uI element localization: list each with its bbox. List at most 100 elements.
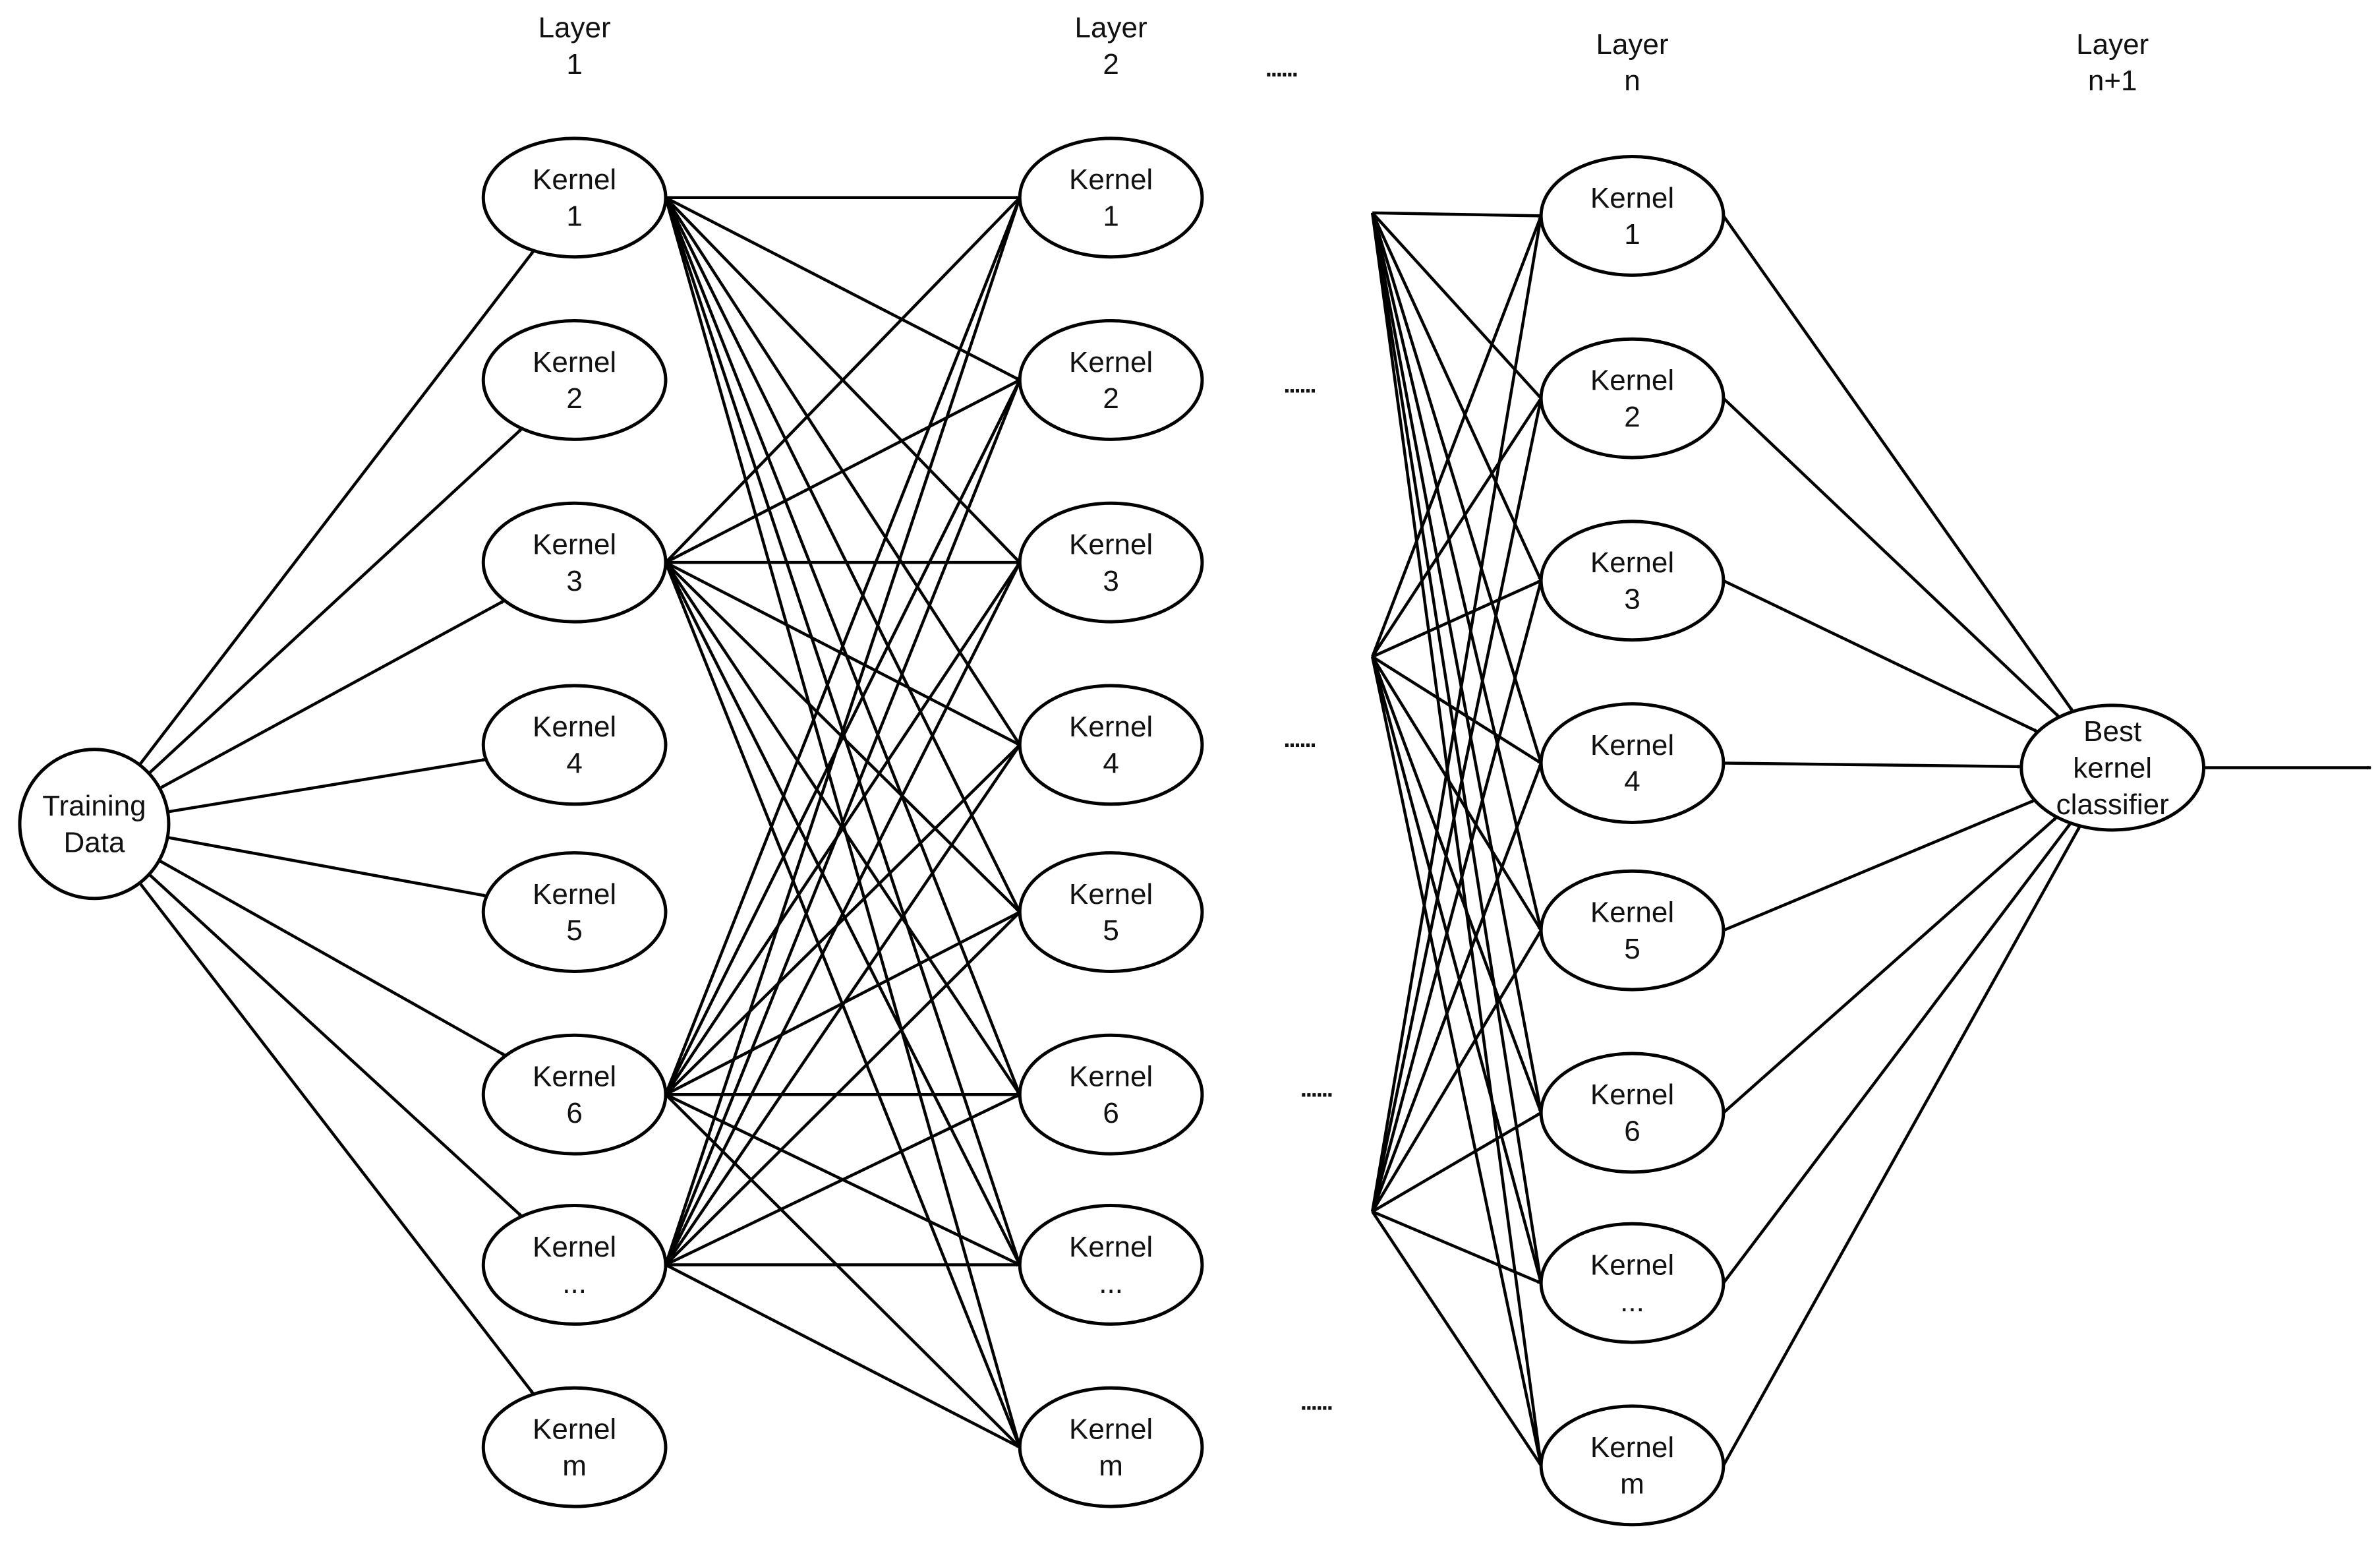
- kernel-label: Kernel: [1069, 1231, 1153, 1263]
- kernel-index: 4: [1103, 748, 1118, 780]
- kernel-label: Kernel: [1590, 1431, 1674, 1464]
- edge-layer-n: [1371, 580, 1543, 1212]
- ellipsis-mark: ......: [1284, 725, 1316, 752]
- layer-header: 2: [1103, 48, 1118, 80]
- edge-layer1-layer2: [664, 379, 1022, 1096]
- training-data-label: Training: [42, 790, 146, 822]
- labels-group: Layer1Layer2LayernLayern+1..............…: [538, 12, 2149, 1415]
- training-data-label: Data: [63, 826, 125, 858]
- edge-layer-n-output: [1723, 761, 2022, 769]
- kernel-node: [1018, 1386, 1204, 1508]
- classifier-label: classifier: [2056, 788, 2169, 821]
- kernel-index: 2: [1624, 401, 1640, 433]
- kernel-label: Kernel: [533, 529, 616, 561]
- kernel-index: m: [1099, 1450, 1123, 1482]
- edge-input-layer1: [138, 249, 535, 766]
- edge-layer1-layer2: [664, 197, 1022, 1266]
- edge-layer-n: [1371, 398, 1543, 1212]
- classifier-label: kernel: [2073, 752, 2152, 784]
- kernel-node: [1539, 1404, 1726, 1527]
- kernel-node: [1539, 1222, 1726, 1344]
- kernel-node: [1539, 337, 1726, 460]
- kernel-label: Kernel: [1590, 897, 1674, 929]
- kernel-label: Kernel: [533, 1413, 616, 1446]
- kernel-label: Kernel: [1590, 364, 1674, 396]
- edge-layer1-layer2: [664, 379, 1022, 1266]
- kernel-node: [481, 501, 668, 624]
- kernel-index: 1: [566, 200, 582, 232]
- edge-layer1-layer2: [664, 378, 1021, 564]
- kernel-index: 6: [566, 1097, 582, 1129]
- kernel-index: 5: [1103, 914, 1118, 947]
- edge-layer-n: [1371, 656, 1543, 1284]
- kernel-label: Kernel: [533, 1231, 616, 1263]
- edge-input-layer1: [159, 599, 506, 790]
- edge-layer-n-output: [1722, 215, 2074, 713]
- edge-layer1-layer2: [664, 744, 1021, 1096]
- edge-layer-n: [1370, 212, 1543, 1113]
- layer-header: Layer: [1596, 28, 1668, 61]
- kernel-index: m: [1620, 1468, 1644, 1500]
- kernel-index: ...: [562, 1267, 587, 1299]
- edge-layer-n: [1371, 655, 1543, 932]
- kernel-index: 6: [1103, 1097, 1118, 1129]
- layer-header: Layer: [538, 12, 611, 44]
- kernel-label: Kernel: [533, 711, 616, 743]
- kernel-index: 4: [566, 748, 582, 780]
- kernel-node: [481, 851, 668, 973]
- layer-header: n+1: [2088, 65, 2137, 97]
- classifier-label: Best: [2083, 715, 2141, 748]
- kernel-index: 5: [566, 914, 582, 947]
- kernel-index: 5: [1624, 933, 1640, 965]
- kernel-index: 3: [1624, 583, 1640, 616]
- kernel-label: Kernel: [1590, 729, 1674, 761]
- edge-layer-n: [1371, 762, 1543, 1212]
- edge-layer1-layer2: [664, 1093, 1021, 1448]
- kernel-node: [1018, 319, 1204, 441]
- edge-layer-n: [1371, 215, 1543, 657]
- layer-header: Layer: [2076, 28, 2149, 61]
- edge-layer1-layer2: [664, 744, 1022, 1266]
- kernel-label: Kernel: [1069, 163, 1153, 196]
- edges-group: [138, 195, 2371, 1467]
- kernel-label: Kernel: [1069, 1061, 1153, 1093]
- kernel-label: Kernel: [1590, 547, 1674, 579]
- edge-layer-n-output: [1722, 816, 2058, 1114]
- edge-layer-n: [1371, 656, 1543, 1113]
- edge-input-layer1: [138, 881, 535, 1396]
- kernel-label: Kernel: [533, 878, 616, 910]
- kernel-label: Kernel: [533, 163, 616, 196]
- edge-layer-n: [1372, 579, 1542, 659]
- edge-layer-n: [1371, 656, 1543, 1466]
- edge-layer-n: [1372, 1111, 1542, 1213]
- kernel-node: [1539, 155, 1726, 277]
- kernel-label: Kernel: [533, 1061, 616, 1093]
- kernel-node: [481, 1386, 668, 1508]
- training-data-node: [18, 748, 171, 901]
- best-kernel-classifier-node: [2019, 703, 2206, 832]
- kernel-index: 2: [1103, 382, 1118, 415]
- kernel-node: [481, 684, 668, 806]
- ellipsis-mark: ......: [1300, 1075, 1332, 1102]
- kernel-label: Kernel: [533, 346, 616, 378]
- edge-layer-n: [1370, 212, 1543, 1466]
- kernel-label: Kernel: [1590, 182, 1674, 214]
- kernel-index: 2: [566, 382, 582, 415]
- edge-layer1-layer2: [664, 196, 1022, 1096]
- edge-layer1-layer2: [664, 561, 1021, 746]
- kernel-node: [1018, 136, 1204, 259]
- kernel-node: [1018, 684, 1204, 806]
- edge-layer1-layer2: [664, 1263, 1021, 1449]
- kernel-node: [1539, 1052, 1726, 1174]
- edge-layer-n: [1371, 397, 1543, 658]
- edge-layer1-layer2: [664, 196, 1021, 564]
- edge-layer-n: [1370, 215, 1543, 1212]
- kernel-index: 3: [1103, 565, 1118, 597]
- kernel-index: 4: [1624, 765, 1640, 798]
- ellipsis-mark: ......: [1300, 1388, 1332, 1415]
- kernel-label: Kernel: [1069, 878, 1153, 910]
- kernel-node: [1539, 520, 1726, 642]
- kernel-label: Kernel: [1069, 346, 1153, 378]
- edge-layer-n: [1370, 212, 1543, 1284]
